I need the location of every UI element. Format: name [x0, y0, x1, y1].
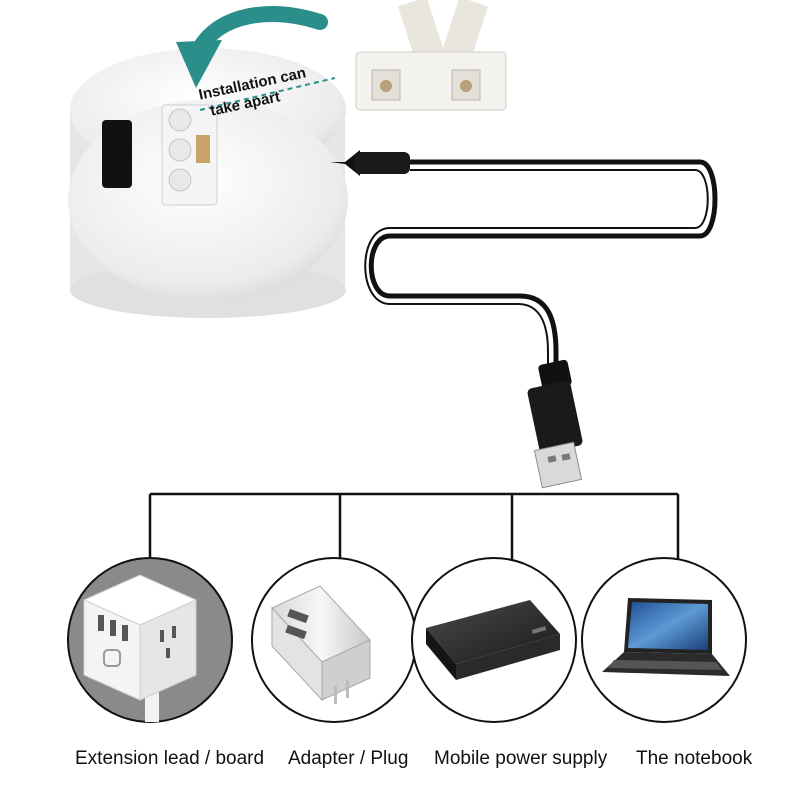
lamp-base [68, 48, 348, 318]
distribution-bracket [148, 492, 680, 562]
lamp-connector [355, 0, 507, 111]
laptop-icon [581, 557, 747, 723]
power-switch [102, 120, 132, 188]
curved-arrow-icon [176, 6, 328, 88]
caption-adapter: Adapter / Plug [288, 748, 409, 769]
power-bank-icon [411, 557, 577, 723]
power-cube-icon [67, 557, 233, 723]
caption-mobile-power: Mobile power supply [434, 748, 608, 769]
caption-extension-lead: Extension lead / board [75, 748, 265, 769]
usb-cable [330, 150, 718, 489]
wall-adapter-icon [251, 557, 417, 723]
caption-notebook: The notebook [636, 748, 753, 769]
